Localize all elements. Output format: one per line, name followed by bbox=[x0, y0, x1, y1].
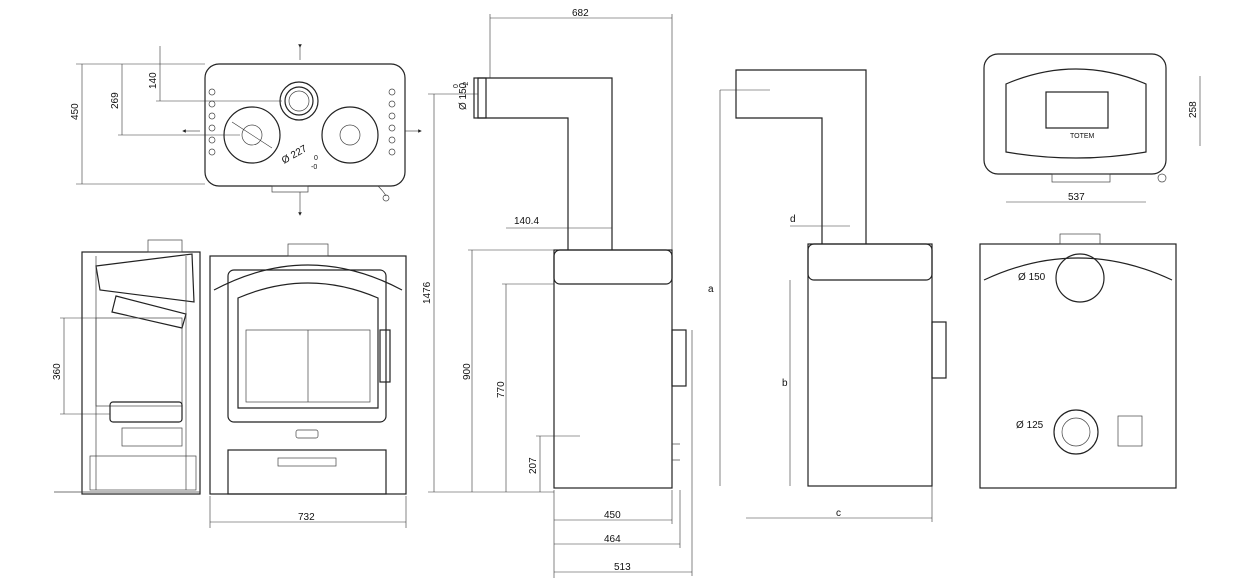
drawer-handle bbox=[277, 457, 337, 467]
dim-flue-symbol: Ø bbox=[458, 99, 469, 110]
side-flue-pipe bbox=[477, 77, 613, 250]
rear-label bbox=[1117, 415, 1143, 447]
dim-inlet-symbol: Ø bbox=[1016, 420, 1027, 431]
rear-top-outline bbox=[983, 53, 1167, 175]
svg-text:Ø 227: Ø 227 bbox=[280, 143, 309, 166]
baffle bbox=[95, 253, 195, 303]
section-view: 360 bbox=[52, 239, 201, 495]
svg-text:Ø 150: Ø 150 bbox=[458, 82, 469, 110]
top-handle bbox=[271, 185, 309, 193]
dim-b: b bbox=[782, 378, 788, 389]
dim-top-center: 269 bbox=[110, 92, 121, 109]
dim-top-flue: 140 bbox=[148, 72, 159, 89]
dim-top-height: 450 bbox=[70, 103, 81, 120]
dim-width-513: 513 bbox=[614, 562, 631, 573]
bolt-column-left bbox=[208, 88, 216, 156]
dim-d: d bbox=[790, 214, 796, 225]
side-view-dimensioned: 682 Ø 150 0 -2 140.4 1476 900 770 207 45… bbox=[422, 8, 693, 578]
dim-diameter-symbol: Ø bbox=[280, 152, 295, 167]
side-body bbox=[553, 249, 673, 489]
dim-c: c bbox=[836, 508, 841, 519]
rear-plate bbox=[1045, 91, 1109, 129]
dim-inlet-dia: 125 bbox=[1027, 420, 1044, 431]
svg-text:-0: -0 bbox=[311, 164, 317, 171]
svg-text:Ø 150: Ø 150 bbox=[1018, 272, 1046, 283]
firebrick-section bbox=[95, 317, 183, 407]
ash-pan-section bbox=[121, 427, 183, 447]
dim-outlet-symbol: Ø bbox=[1018, 272, 1029, 283]
air-control bbox=[295, 429, 319, 439]
side-hob bbox=[553, 249, 673, 285]
rear-top-view: TOTEM 537 258 bbox=[983, 53, 1201, 203]
side-handle bbox=[671, 329, 687, 387]
rear-flue-outlet bbox=[1055, 253, 1105, 303]
dim-total-height: 1476 bbox=[422, 281, 433, 304]
hotplate-right bbox=[321, 106, 379, 164]
svg-text:Ø 125: Ø 125 bbox=[1016, 420, 1044, 431]
dim-side-depth: 682 bbox=[572, 8, 589, 19]
dim-width-464: 464 bbox=[604, 534, 621, 545]
brand-plate: TOTEM bbox=[1070, 133, 1095, 140]
dim-door-height: 770 bbox=[496, 381, 507, 398]
bolt-column-right bbox=[388, 88, 396, 156]
dim-hotplate-tol: 0 bbox=[314, 155, 318, 162]
side-view-lettered: a b d c bbox=[708, 69, 947, 522]
dim-width-450: 450 bbox=[604, 510, 621, 521]
top-view: 450 269 140 Ø 227 0 -0 bbox=[70, 44, 422, 216]
svg-text:0: 0 bbox=[453, 84, 460, 88]
front-view: 732 bbox=[209, 243, 407, 528]
door-glass bbox=[237, 282, 379, 409]
dim-outlet-dia: 150 bbox=[1029, 272, 1046, 283]
door-handle bbox=[379, 329, 391, 383]
dim-firebox: 360 bbox=[52, 363, 63, 380]
dim-hotplate: 227 bbox=[289, 143, 309, 161]
top-knob bbox=[382, 194, 390, 202]
section-outline bbox=[81, 251, 201, 495]
rear-outline bbox=[979, 243, 1177, 489]
hob-outline bbox=[204, 63, 406, 187]
dim-flue-dia: 150 bbox=[458, 82, 469, 99]
svg-text:-2: -2 bbox=[463, 82, 470, 88]
grate bbox=[109, 401, 183, 423]
dim-body-height: 900 bbox=[462, 363, 473, 380]
dim-flue-offset: 140.4 bbox=[514, 216, 539, 227]
dim-front-width: 732 bbox=[298, 512, 315, 523]
dim-a: a bbox=[708, 284, 714, 295]
dim-rear-offset: 258 bbox=[1188, 101, 1199, 118]
ash-drawer bbox=[227, 449, 387, 495]
dim-rear-width: 537 bbox=[1068, 192, 1085, 203]
flue-collar bbox=[279, 81, 319, 121]
dim-ash-height: 207 bbox=[528, 457, 539, 474]
rear-air-inlet bbox=[1053, 409, 1099, 455]
side-b-flue bbox=[735, 69, 867, 244]
rear-view: Ø 150 Ø 125 bbox=[979, 233, 1177, 489]
front-door bbox=[227, 269, 387, 423]
